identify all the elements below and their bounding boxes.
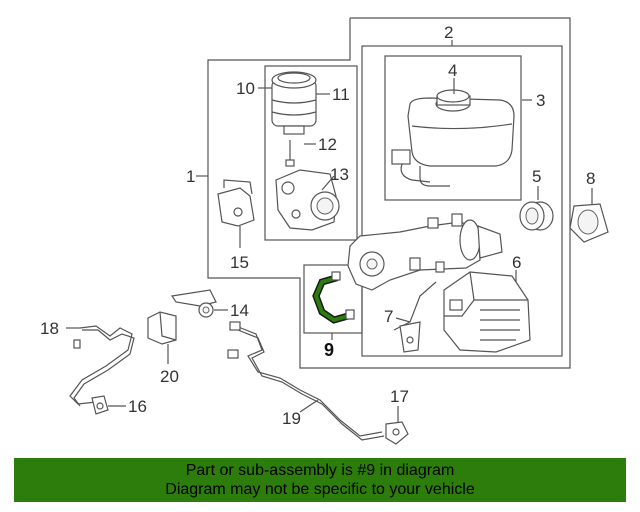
callout-16: 16	[128, 397, 147, 416]
parts-diagram: 2 4 3 1 10 11 12 13 15 5 8 6 7 9 14 20 1…	[40, 17, 609, 445]
master-cylinder	[347, 213, 503, 291]
subassembly-box-10-13	[264, 65, 358, 241]
assembly-outline-1	[207, 17, 571, 369]
callout-6: 6	[512, 253, 521, 272]
seal-5	[519, 201, 554, 231]
callout-14: 14	[230, 301, 249, 320]
callout-2: 2	[444, 23, 453, 42]
sensor-20	[147, 311, 177, 345]
callout-18: 18	[40, 319, 59, 338]
callout-11: 11	[332, 85, 350, 104]
bolt-12	[285, 140, 295, 167]
callout-5: 5	[532, 167, 541, 186]
callout-10: 10	[236, 79, 255, 98]
leader-lines	[66, 40, 593, 422]
wire-harness-18	[69, 325, 135, 415]
hose-9-highlighted	[312, 271, 355, 324]
callout-1: 1	[186, 167, 195, 186]
callout-3: 3	[536, 91, 545, 110]
sensor-14	[170, 289, 217, 318]
reservoir-box-3	[384, 55, 522, 201]
callout-12: 12	[318, 135, 337, 154]
wire-harness-19	[227, 321, 409, 445]
pump-motor-13	[275, 169, 340, 231]
bracket-15	[217, 179, 255, 227]
brake-fluid-reservoir	[391, 89, 515, 187]
callout-9: 9	[324, 340, 334, 360]
banner-line-1: Part or sub-assembly is #9 in diagram	[185, 462, 455, 479]
callout-17: 17	[390, 387, 409, 406]
callout-15: 15	[230, 253, 249, 272]
part-9-box	[303, 264, 363, 334]
callout-20: 20	[160, 367, 179, 386]
callout-7: 7	[384, 307, 393, 326]
info-banner: Part or sub-assembly is #9 in diagram Di…	[14, 458, 626, 502]
callout-4: 4	[448, 61, 457, 80]
assembly-outline-2	[361, 45, 563, 357]
banner-line-2: Diagram may not be specific to your vehi…	[165, 481, 475, 498]
abs-modulator-6	[443, 271, 531, 353]
callout-8: 8	[586, 169, 595, 188]
filter-cylinder-11	[271, 71, 317, 135]
gasket-8	[569, 203, 609, 243]
bracket-7	[393, 281, 437, 353]
callout-13: 13	[330, 165, 349, 184]
callout-labels: 2 4 3 1 10 11 12 13 15 5 8 6 7 9 14 20 1…	[40, 23, 595, 428]
callout-19: 19	[282, 409, 301, 428]
